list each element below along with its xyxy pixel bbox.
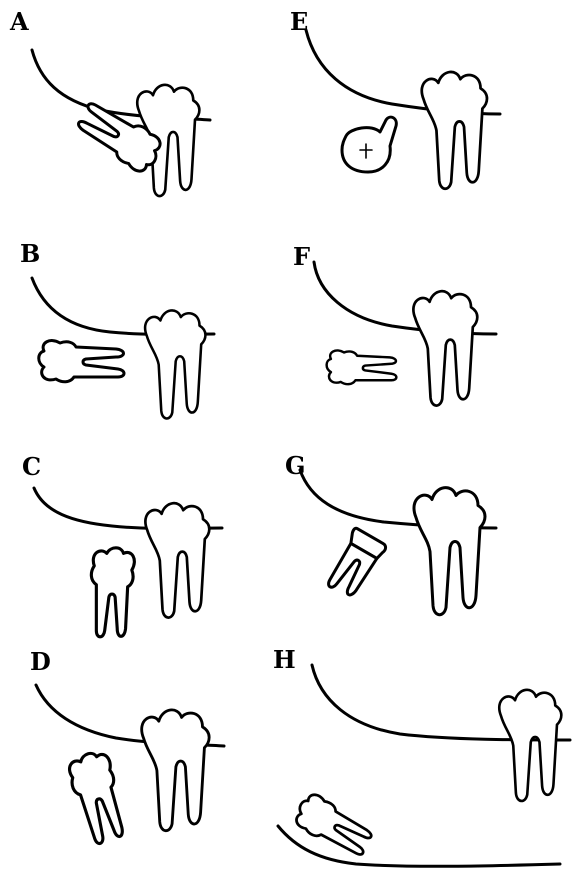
panel-label-d: D (30, 647, 51, 676)
molar-tooth-icon (414, 488, 485, 615)
panel-c: C (22, 452, 222, 637)
impacted-tooth-icon (91, 548, 134, 637)
molar-tooth-icon (499, 690, 561, 801)
panel-label-h: H (273, 645, 296, 674)
panel-label-b: B (20, 239, 40, 268)
panel-h: H (273, 645, 570, 866)
impacted-tooth-icon (39, 341, 124, 382)
panel-label-f: F (293, 242, 310, 271)
panel-a: A (9, 7, 210, 196)
molar-tooth-icon (145, 503, 209, 617)
impacted-tooth-icon (327, 350, 397, 384)
impacted-tooth-icon (323, 527, 387, 601)
molar-tooth-icon (422, 72, 487, 189)
panel-g: G (285, 451, 496, 615)
panel-d: D (30, 647, 224, 846)
molar-tooth-icon (142, 710, 209, 831)
panel-e: E (290, 7, 500, 189)
panel-label-c: C (22, 452, 41, 481)
impacted-tooth-icon (64, 748, 132, 846)
molar-tooth-icon (413, 291, 477, 405)
impacted-tooth-icon (342, 117, 396, 172)
panel-b: B (20, 239, 214, 419)
panel-f: F (293, 242, 496, 406)
molar-tooth-icon (145, 310, 205, 418)
panel-label-a: A (9, 7, 29, 36)
